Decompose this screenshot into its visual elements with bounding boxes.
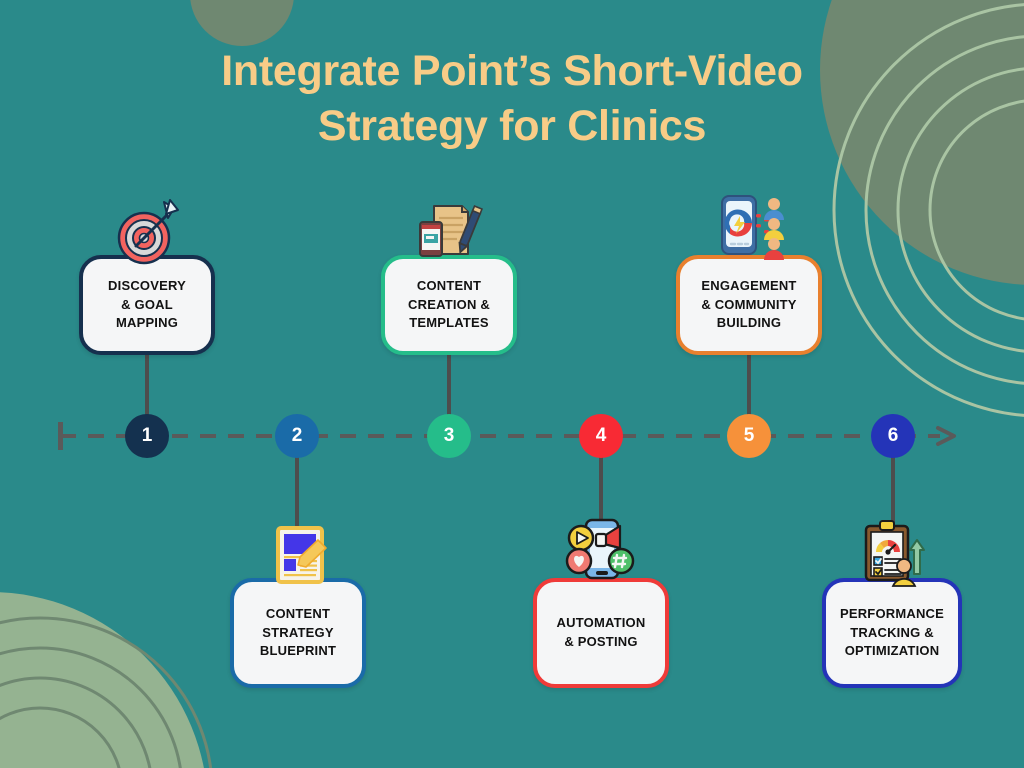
timeline-node-2[interactable]: 2 <box>275 414 319 458</box>
step-card-5[interactable]: ENGAGEMENT & COMMUNITY BUILDING <box>676 255 822 355</box>
connector-3 <box>447 352 451 436</box>
node-number-6: 6 <box>887 425 899 446</box>
step-card-3-label: CONTENT CREATION & TEMPLATES <box>408 277 490 331</box>
step-card-1-label: DISCOVERY & GOAL MAPPING <box>108 277 186 331</box>
timeline-node-1[interactable]: 1 <box>125 414 169 458</box>
node-number-5: 5 <box>743 425 755 446</box>
step-card-4-label: AUTOMATION & POSTING <box>556 615 646 649</box>
blueprint-document-icon <box>262 518 338 594</box>
phone-megaphone-social-icon <box>564 514 640 590</box>
node-number-3: 3 <box>443 425 455 446</box>
target-arrow-icon <box>110 192 186 268</box>
node-number-4: 4 <box>595 425 607 446</box>
step-card-2-label: CONTENT STRATEGY BLUEPRINT <box>259 605 337 659</box>
connector-2 <box>295 436 299 584</box>
page-title: Integrate Point’s Short-Video Strategy f… <box>221 47 803 151</box>
connector-5 <box>747 352 751 436</box>
node-number-1: 1 <box>141 425 153 446</box>
timeline-node-6[interactable]: 6 <box>871 414 915 458</box>
document-pen-phone-icon <box>412 192 488 268</box>
step-card-6[interactable]: PERFORMANCE TRACKING & OPTIMIZATION <box>822 578 962 688</box>
timeline-node-5[interactable]: 5 <box>727 414 771 458</box>
clipboard-gauge-growth-icon <box>854 516 930 592</box>
timeline-axis <box>60 434 940 438</box>
decor-blob-top-right-main <box>820 0 1024 285</box>
step-card-4[interactable]: AUTOMATION & POSTING <box>533 578 669 688</box>
connector-4 <box>599 436 603 584</box>
decor-arcs-top-right <box>832 3 1024 417</box>
decor-arcs-bottom-left <box>0 616 213 768</box>
step-card-5-label: ENGAGEMENT & COMMUNITY BUILDING <box>701 277 797 331</box>
connector-6 <box>891 436 895 584</box>
timeline-node-3[interactable]: 3 <box>427 414 471 458</box>
timeline-node-4[interactable]: 4 <box>579 414 623 458</box>
decor-blob-bottom-left <box>0 592 204 768</box>
magnet-audience-icon <box>712 190 788 266</box>
node-number-2: 2 <box>291 425 303 446</box>
connector-1 <box>145 352 149 436</box>
step-card-1[interactable]: DISCOVERY & GOAL MAPPING <box>79 255 215 355</box>
step-card-6-label: PERFORMANCE TRACKING & OPTIMIZATION <box>839 605 945 659</box>
step-card-3[interactable]: CONTENT CREATION & TEMPLATES <box>381 255 517 355</box>
step-card-2[interactable]: CONTENT STRATEGY BLUEPRINT <box>230 578 366 688</box>
decor-circle-top <box>190 0 294 46</box>
